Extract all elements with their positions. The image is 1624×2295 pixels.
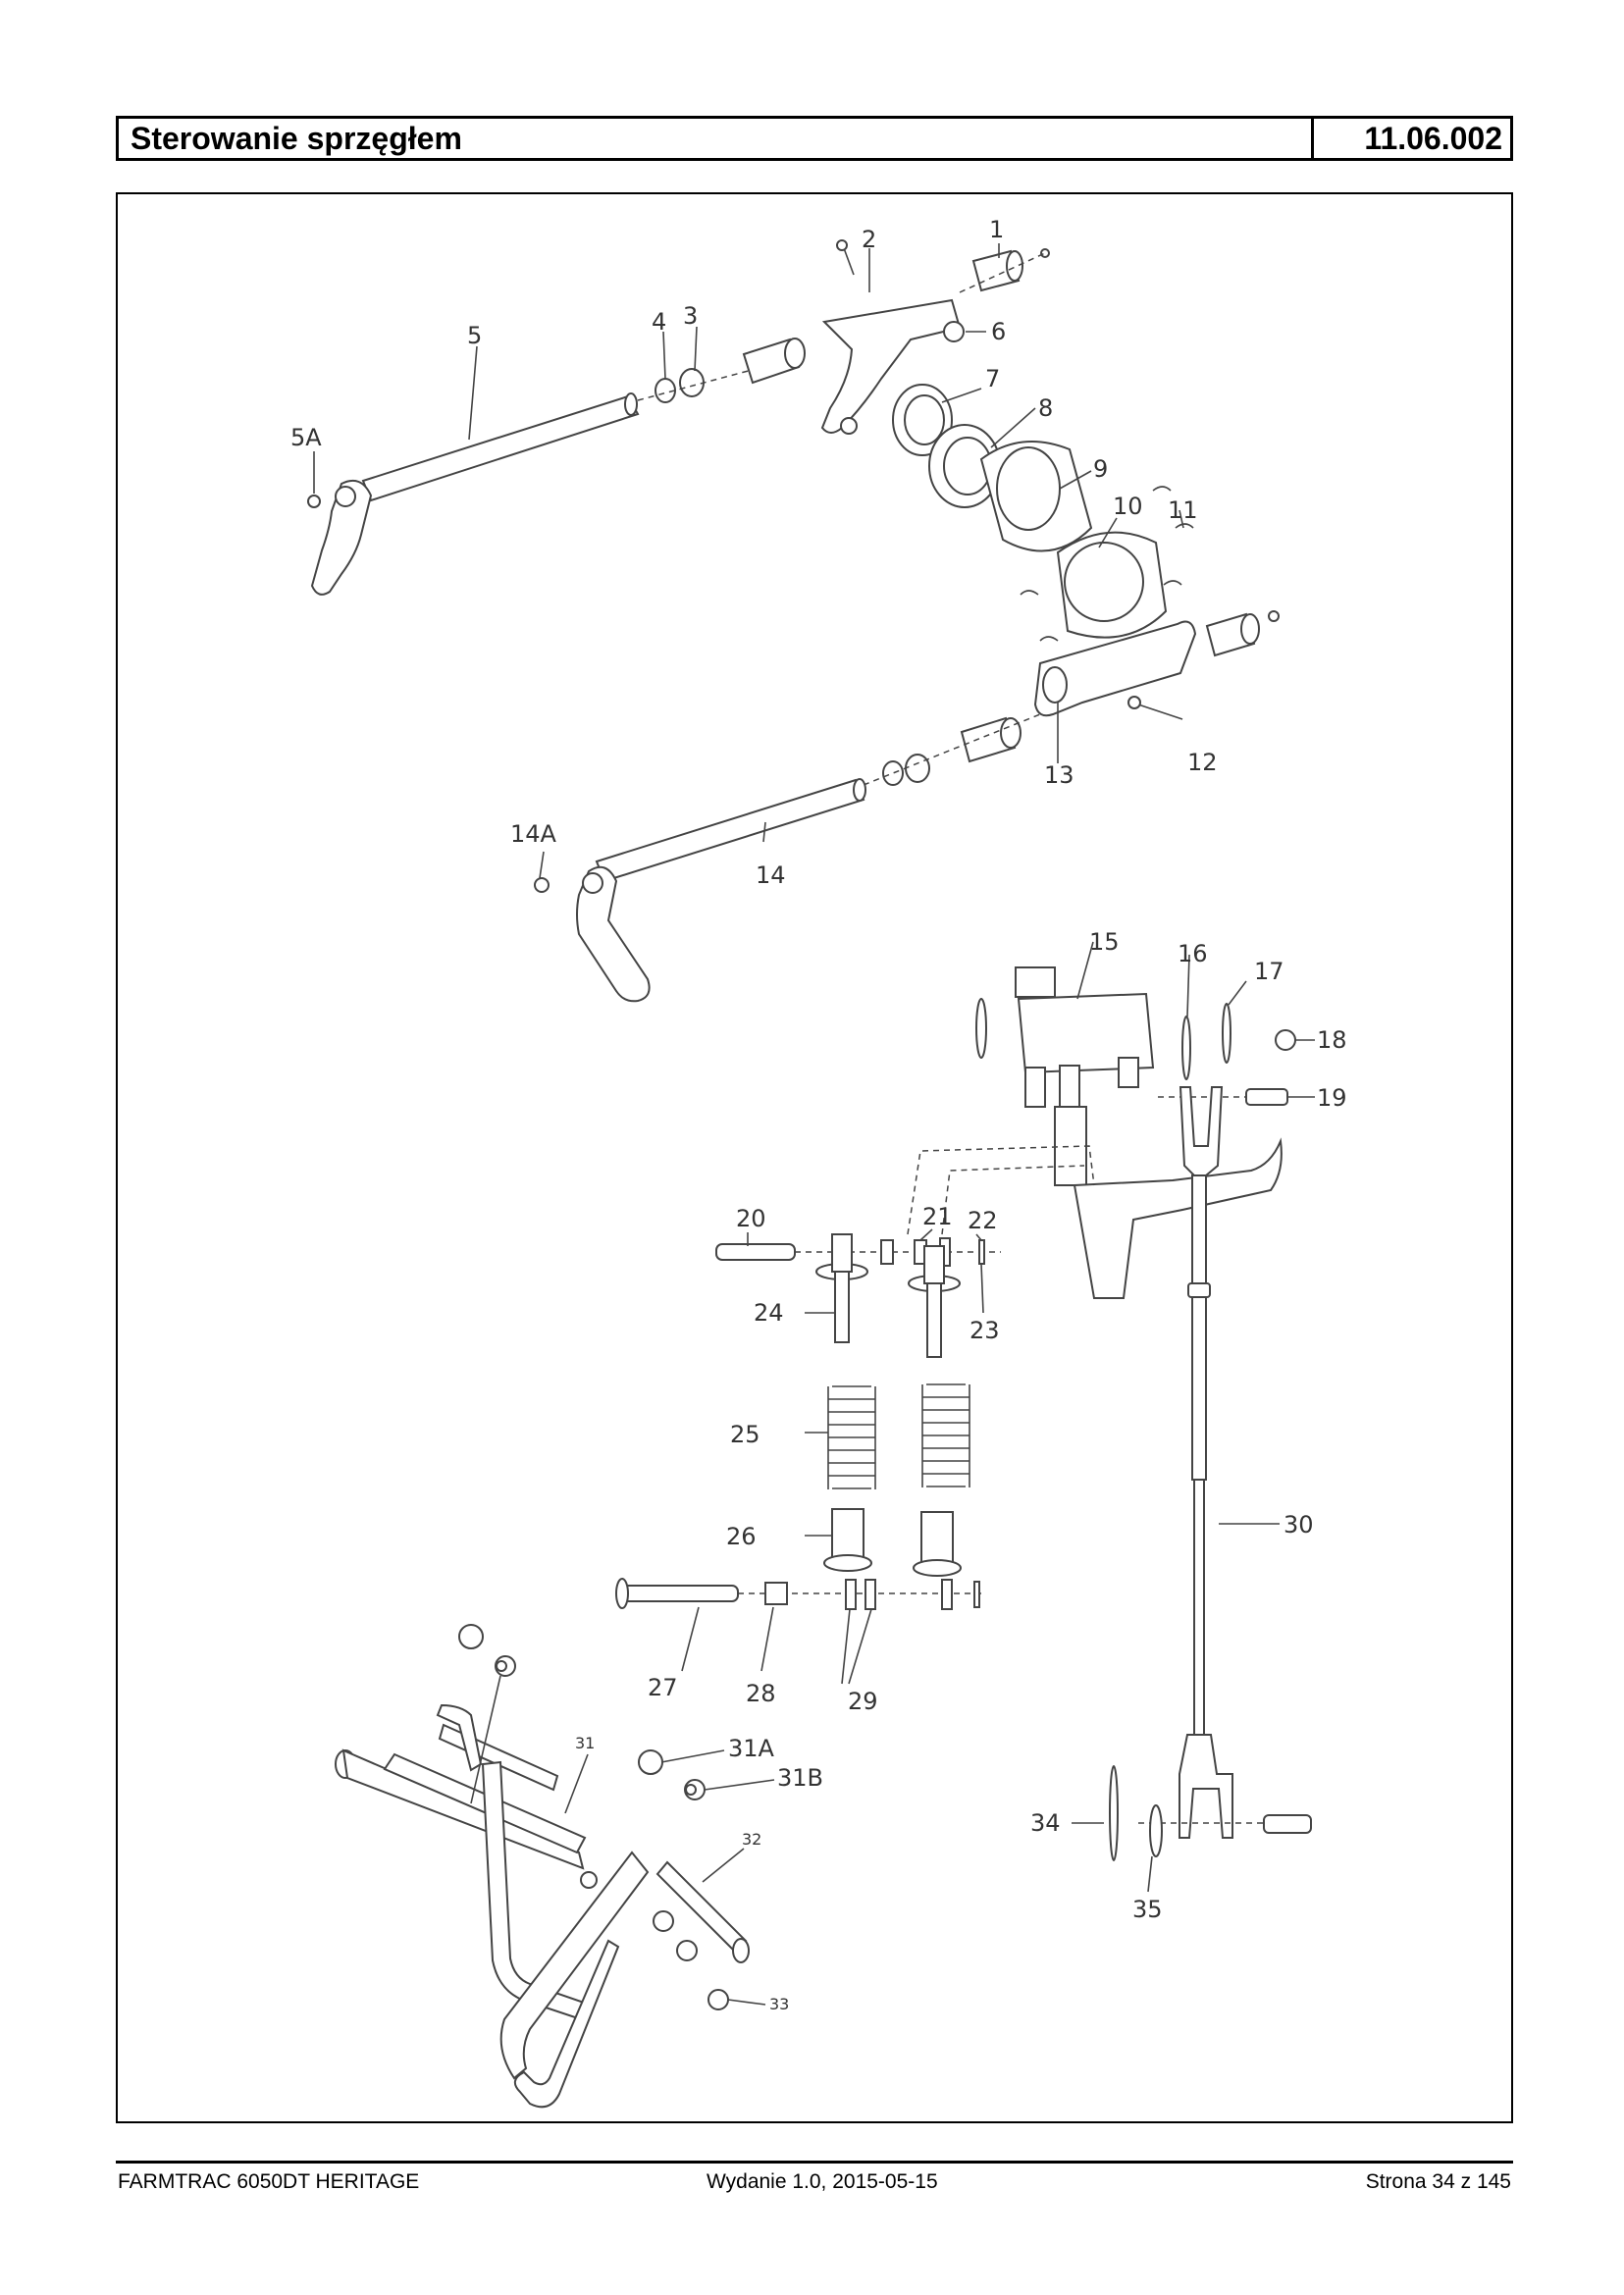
bolt-18 <box>1275 1029 1296 1051</box>
shaft-14 <box>534 778 866 1003</box>
pedal-arm-31 <box>335 1703 750 2109</box>
label-21: 21 <box>922 1203 953 1230</box>
label-14a: 14A <box>510 820 557 848</box>
spring-25-right <box>921 1383 970 1487</box>
exploded-parts-diagram: 1 2 3 4 5 5A 6 7 8 9 10 11 12 13 14 14A … <box>116 192 1513 2123</box>
label-5a: 5A <box>290 424 322 451</box>
label-31a: 31A <box>728 1735 775 1762</box>
label-11: 11 <box>1168 496 1198 524</box>
pedal-bracket-15 <box>907 966 1283 1299</box>
diagram-svg: 1 2 3 4 5 5A 6 7 8 9 10 11 12 13 14 14A … <box>290 216 1347 2109</box>
label-34: 34 <box>1030 1809 1061 1837</box>
label-17: 17 <box>1254 958 1284 985</box>
label-10: 10 <box>1113 493 1143 520</box>
label-7: 7 <box>985 365 1000 392</box>
washers-lower <box>863 713 1041 786</box>
leader-lines <box>468 243 1315 2006</box>
label-35: 35 <box>1132 1896 1163 1923</box>
carrier-9 <box>979 441 1093 552</box>
page-title: Sterowanie sprzęgłem <box>119 119 1314 158</box>
pin-20 <box>715 1237 1001 1267</box>
label-15: 15 <box>1089 928 1120 956</box>
fork-13 <box>1033 620 1197 717</box>
label-31: 31 <box>575 1734 595 1752</box>
label-30: 30 <box>1283 1511 1314 1539</box>
label-1: 1 <box>989 216 1004 243</box>
footer-divider <box>116 2161 1513 2164</box>
clips-11 <box>1020 486 1194 642</box>
label-8: 8 <box>1038 394 1053 422</box>
bearing-8 <box>928 424 1001 508</box>
bush-upper <box>742 338 806 385</box>
label-4: 4 <box>652 308 666 336</box>
label-23: 23 <box>969 1317 1000 1344</box>
label-13: 13 <box>1044 761 1074 789</box>
washers-3-4 <box>637 360 786 403</box>
bolt-5a <box>307 451 321 508</box>
label-33: 33 <box>769 1995 789 2013</box>
section-code: 11.06.002 <box>1364 121 1502 156</box>
label-29: 29 <box>848 1688 878 1715</box>
label-32: 32 <box>742 1830 761 1849</box>
label-12: 12 <box>1187 749 1218 776</box>
pin-27 <box>615 1578 981 1610</box>
label-2: 2 <box>862 226 876 253</box>
bush-1 <box>959 248 1050 293</box>
label-25: 25 <box>730 1421 760 1448</box>
footer-edition: Wydanie 1.0, 2015-05-15 <box>707 2170 938 2193</box>
bush-lower <box>960 716 1022 763</box>
label-24: 24 <box>754 1299 784 1327</box>
label-6: 6 <box>991 318 1006 345</box>
bushes-31 <box>458 1624 729 2010</box>
release-bearing-10 <box>1056 531 1168 639</box>
label-26: 26 <box>726 1523 757 1550</box>
label-27: 27 <box>648 1674 678 1701</box>
clip-35 <box>1149 1804 1163 1857</box>
shaft-24-left <box>815 1233 868 1343</box>
seal-7 <box>892 384 953 456</box>
label-22: 22 <box>968 1207 998 1234</box>
bush-right <box>1205 610 1280 657</box>
fork-2 <box>820 239 962 435</box>
rod-30 <box>1138 1086 1266 1839</box>
label-14: 14 <box>756 861 786 889</box>
nut-6 <box>943 321 986 342</box>
label-16: 16 <box>1178 940 1208 967</box>
label-20: 20 <box>736 1205 766 1232</box>
bolt-12 <box>1127 696 1183 720</box>
pin-34 <box>1109 1765 1119 1861</box>
shaft-24-right <box>908 1245 961 1358</box>
label-5: 5 <box>467 322 482 349</box>
page-header: Sterowanie sprzęgłem 11.06.002 <box>116 116 1513 161</box>
footer-model: FARMTRAC 6050DT HERITAGE <box>118 2170 420 2193</box>
footer-page-number: Strona 34 z 145 <box>1365 2170 1511 2193</box>
label-9: 9 <box>1093 455 1108 483</box>
label-31b: 31B <box>777 1764 823 1792</box>
label-28: 28 <box>746 1680 776 1707</box>
label-18: 18 <box>1317 1026 1347 1054</box>
pin-19 <box>1158 1088 1288 1106</box>
label-3: 3 <box>683 302 698 330</box>
caps-26 <box>823 1508 962 1577</box>
shaft-5 <box>310 392 640 596</box>
spring-25-left <box>827 1385 876 1489</box>
label-19: 19 <box>1317 1084 1347 1112</box>
pin-right-bottom <box>1263 1814 1312 1834</box>
